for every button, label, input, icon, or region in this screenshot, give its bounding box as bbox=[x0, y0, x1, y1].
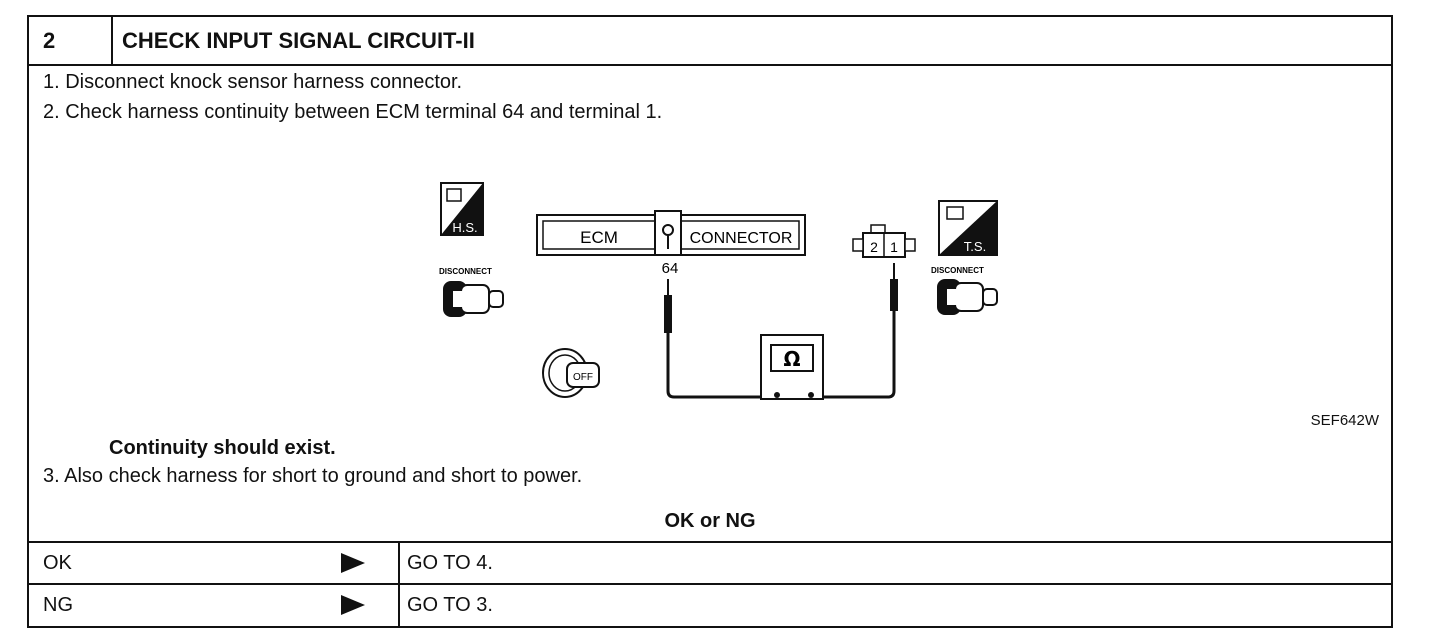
procedure-table: 2 CHECK INPUT SIGNAL CIRCUIT-II 1. Disco… bbox=[27, 15, 1393, 628]
disconnect-label-right: DISCONNECT bbox=[931, 266, 984, 275]
terminal-64-label: 64 bbox=[662, 260, 679, 277]
step-3-text: 3. Also check harness for short to groun… bbox=[43, 465, 583, 487]
key-off-label: OFF bbox=[573, 372, 593, 383]
ts-label: T.S. bbox=[964, 239, 986, 254]
result-prompt: OK or NG bbox=[664, 510, 756, 532]
test-lead-right bbox=[811, 311, 896, 399]
connector-label: CONNECTOR bbox=[690, 230, 793, 247]
probe-right bbox=[890, 263, 898, 311]
ignition-off-icon: OFF bbox=[542, 348, 600, 398]
result-label: NG bbox=[43, 594, 73, 616]
disconnect-connector-icon-right bbox=[937, 279, 998, 315]
row-divider bbox=[398, 543, 400, 585]
figure-code: SEF642W bbox=[1310, 412, 1379, 429]
probe-left bbox=[664, 279, 672, 333]
result-row-ng: NG GO TO 3. bbox=[29, 583, 1391, 627]
continuity-note: Continuity should exist. bbox=[109, 437, 336, 459]
pin-1-label: 1 bbox=[890, 239, 898, 255]
disconnect-label-left: DISCONNECT bbox=[439, 267, 492, 276]
result-action: GO TO 4. bbox=[407, 552, 493, 574]
ohmmeter: Ω bbox=[760, 334, 824, 400]
continuity-check-diagram: H.S. DISCONNECT ECM CONNECTOR 64 bbox=[439, 182, 998, 400]
step-2-text: 2. Check harness continuity between ECM … bbox=[43, 101, 663, 123]
result-row-ok: OK GO TO 4. bbox=[29, 541, 1391, 585]
step-1-text: 1. Disconnect knock sensor harness conne… bbox=[43, 71, 463, 93]
hs-badge-icon: H.S. bbox=[440, 182, 484, 236]
hs-label: H.S. bbox=[452, 220, 477, 235]
arrow-right-icon bbox=[341, 595, 365, 615]
result-action: GO TO 3. bbox=[407, 594, 493, 616]
procedure-header: 2 CHECK INPUT SIGNAL CIRCUIT-II bbox=[29, 17, 1391, 66]
step-number: 2 bbox=[29, 17, 113, 64]
disconnect-connector-icon-left bbox=[443, 281, 504, 317]
arrow-right-icon bbox=[341, 553, 365, 573]
ecm-label: ECM bbox=[580, 228, 618, 247]
result-label: OK bbox=[43, 552, 72, 574]
ohm-symbol: Ω bbox=[783, 347, 800, 371]
procedure-title: CHECK INPUT SIGNAL CIRCUIT-II bbox=[122, 28, 475, 53]
ecm-connector: ECM CONNECTOR 64 bbox=[536, 210, 806, 277]
ts-badge-icon: T.S. bbox=[938, 200, 998, 256]
sensor-connector: 2 1 bbox=[852, 224, 916, 258]
pin-2-label: 2 bbox=[870, 239, 878, 255]
test-lead-left bbox=[666, 333, 777, 399]
row-divider bbox=[398, 585, 400, 627]
